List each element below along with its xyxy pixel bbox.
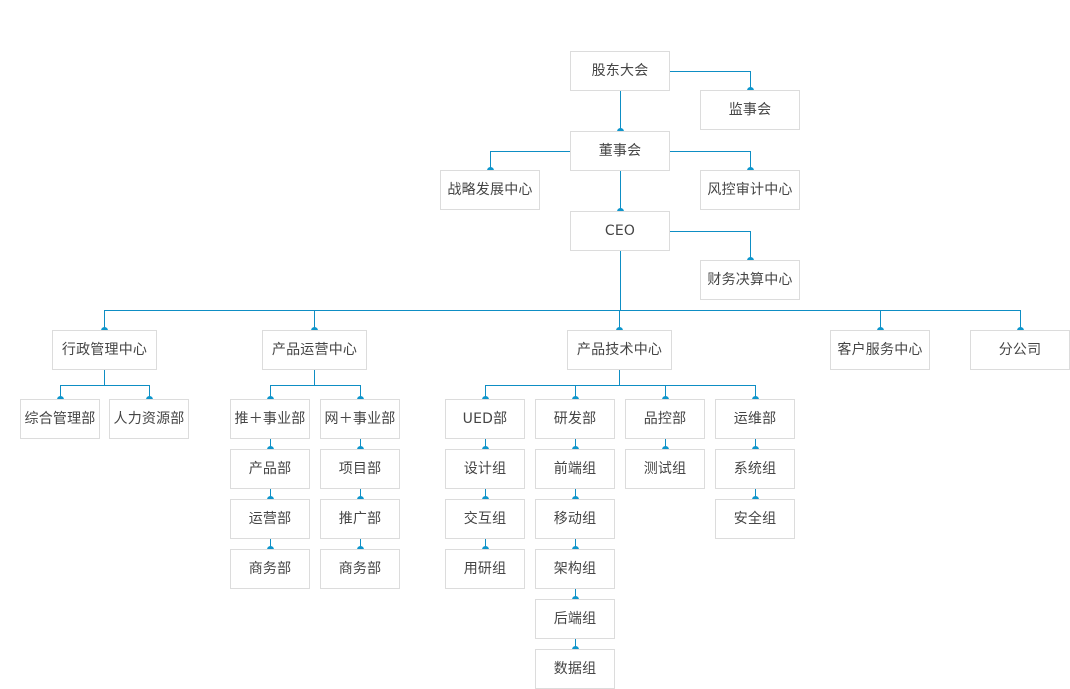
connector-prodops-drop-tui — [270, 385, 271, 399]
org-node-tech-rd-3[interactable]: 架构组 — [535, 549, 615, 589]
connector-shareholders-to-supervisors-h — [670, 71, 750, 72]
org-node-admin-general[interactable]: 综合管理部 — [20, 399, 100, 439]
connector-board-to-riskaudit-h — [670, 151, 750, 152]
org-node-strategy[interactable]: 战略发展中心 — [440, 170, 540, 210]
org-node-admin-hr[interactable]: 人力资源部 — [109, 399, 189, 439]
connector-shareholders-to-supervisors-v — [750, 71, 751, 90]
org-node-tech-ops-1[interactable]: 系统组 — [715, 449, 795, 489]
org-node-tech-qa[interactable]: 品控部 — [625, 399, 705, 439]
connector-board-to-strategy-v — [490, 151, 491, 170]
org-node-finance[interactable]: 财务决算中心 — [700, 260, 800, 300]
org-node-ops-wang-3[interactable]: 商务部 — [320, 549, 400, 589]
connector-prodtech-drop-rd — [575, 385, 576, 399]
org-node-tech-ued-2[interactable]: 交互组 — [445, 499, 525, 539]
org-node-admin[interactable]: 行政管理中心 — [52, 330, 157, 370]
connector-prodtech-drop-qa — [665, 385, 666, 399]
connector-prodops-stem — [314, 370, 315, 385]
connector-ceo-to-finance-h — [670, 231, 750, 232]
connector-level3-bus — [104, 310, 1020, 311]
connector-bus-to-prodops — [314, 310, 315, 330]
org-node-prodops[interactable]: 产品运营中心 — [262, 330, 367, 370]
connector-ceo-to-finance-v — [750, 231, 751, 260]
connector-bus-to-branch — [1020, 310, 1021, 330]
connector-prodops-bus — [270, 385, 360, 386]
connector-bus-to-admin — [104, 310, 105, 330]
connector-prodtech-drop-ops — [755, 385, 756, 399]
connector-bus-to-prodtech — [619, 310, 620, 330]
org-node-riskaudit[interactable]: 风控审计中心 — [700, 170, 800, 210]
org-node-tech-ops[interactable]: 运维部 — [715, 399, 795, 439]
connector-admin-bus — [60, 385, 149, 386]
connector-admin-stem — [104, 370, 105, 385]
org-node-tech-rd-5[interactable]: 数据组 — [535, 649, 615, 689]
org-node-tech-rd-2[interactable]: 移动组 — [535, 499, 615, 539]
org-node-tech-rd[interactable]: 研发部 — [535, 399, 615, 439]
org-node-tech-rd-4[interactable]: 后端组 — [535, 599, 615, 639]
connector-board-to-riskaudit-v — [750, 151, 751, 170]
org-node-ops-tui-1[interactable]: 产品部 — [230, 449, 310, 489]
connector-board-to-strategy-h — [490, 151, 570, 152]
connector-shareholders-to-board — [620, 91, 621, 131]
org-node-prodtech[interactable]: 产品技术中心 — [567, 330, 672, 370]
org-node-ops-tui-2[interactable]: 运营部 — [230, 499, 310, 539]
org-node-tech-ued[interactable]: UED部 — [445, 399, 525, 439]
connector-ceo-to-bus — [620, 251, 621, 310]
connector-admin-drop-hr — [149, 385, 150, 399]
connector-prodops-drop-wang — [360, 385, 361, 399]
org-node-ops-wang-2[interactable]: 推广部 — [320, 499, 400, 539]
connector-admin-drop-general — [60, 385, 61, 399]
org-node-ops-wang-1[interactable]: 项目部 — [320, 449, 400, 489]
org-node-tech-rd-1[interactable]: 前端组 — [535, 449, 615, 489]
connector-prodtech-bus — [485, 385, 755, 386]
connector-bus-to-customer — [880, 310, 881, 330]
org-node-ops-wang[interactable]: 网＋事业部 — [320, 399, 400, 439]
connector-board-to-ceo — [620, 171, 621, 211]
org-node-customer[interactable]: 客户服务中心 — [830, 330, 930, 370]
org-node-supervisors[interactable]: 监事会 — [700, 90, 800, 130]
org-node-tech-ued-1[interactable]: 设计组 — [445, 449, 525, 489]
org-node-branch[interactable]: 分公司 — [970, 330, 1070, 370]
org-node-ops-tui[interactable]: 推＋事业部 — [230, 399, 310, 439]
org-node-ops-tui-3[interactable]: 商务部 — [230, 549, 310, 589]
org-node-shareholders[interactable]: 股东大会 — [570, 51, 670, 91]
org-node-tech-ued-3[interactable]: 用研组 — [445, 549, 525, 589]
org-node-board[interactable]: 董事会 — [570, 131, 670, 171]
org-node-tech-qa-1[interactable]: 测试组 — [625, 449, 705, 489]
org-node-ceo[interactable]: CEO — [570, 211, 670, 251]
connector-prodtech-stem — [619, 370, 620, 385]
org-node-tech-ops-2[interactable]: 安全组 — [715, 499, 795, 539]
connector-prodtech-drop-ued — [485, 385, 486, 399]
